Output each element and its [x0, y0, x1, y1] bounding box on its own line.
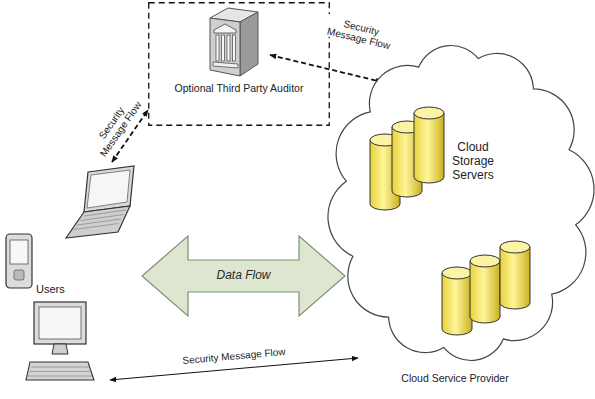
- provider-label: Cloud Service Provider: [370, 372, 540, 384]
- auditor-box: Optional Third Party Auditor: [148, 2, 330, 126]
- auditor-box-art: [148, 2, 330, 126]
- phone-icon: [6, 234, 32, 288]
- cloud-shape-art: [330, 35, 593, 395]
- desktop-icon: [26, 302, 94, 380]
- data-flow-arrow: [142, 236, 345, 316]
- dashed-border: [149, 3, 330, 126]
- users-label: Users: [36, 283, 86, 296]
- storage-servers: [370, 107, 530, 335]
- cloud-outline: [328, 46, 594, 361]
- users-group: Users: [0, 140, 140, 395]
- cloud-shape: Cloud Storage ServersCloud Service Provi…: [330, 35, 593, 395]
- auditor-label: Optional Third Party Auditor: [148, 82, 330, 94]
- server-icon: [210, 8, 258, 76]
- flow-label: Data Flow: [204, 269, 284, 282]
- edge-label: Security Message Flow: [320, 13, 399, 52]
- users-group-art: [0, 140, 140, 395]
- cloud-servers-label: Cloud Storage Servers: [442, 141, 504, 182]
- laptop-icon: [66, 166, 134, 238]
- security-link: [270, 55, 382, 82]
